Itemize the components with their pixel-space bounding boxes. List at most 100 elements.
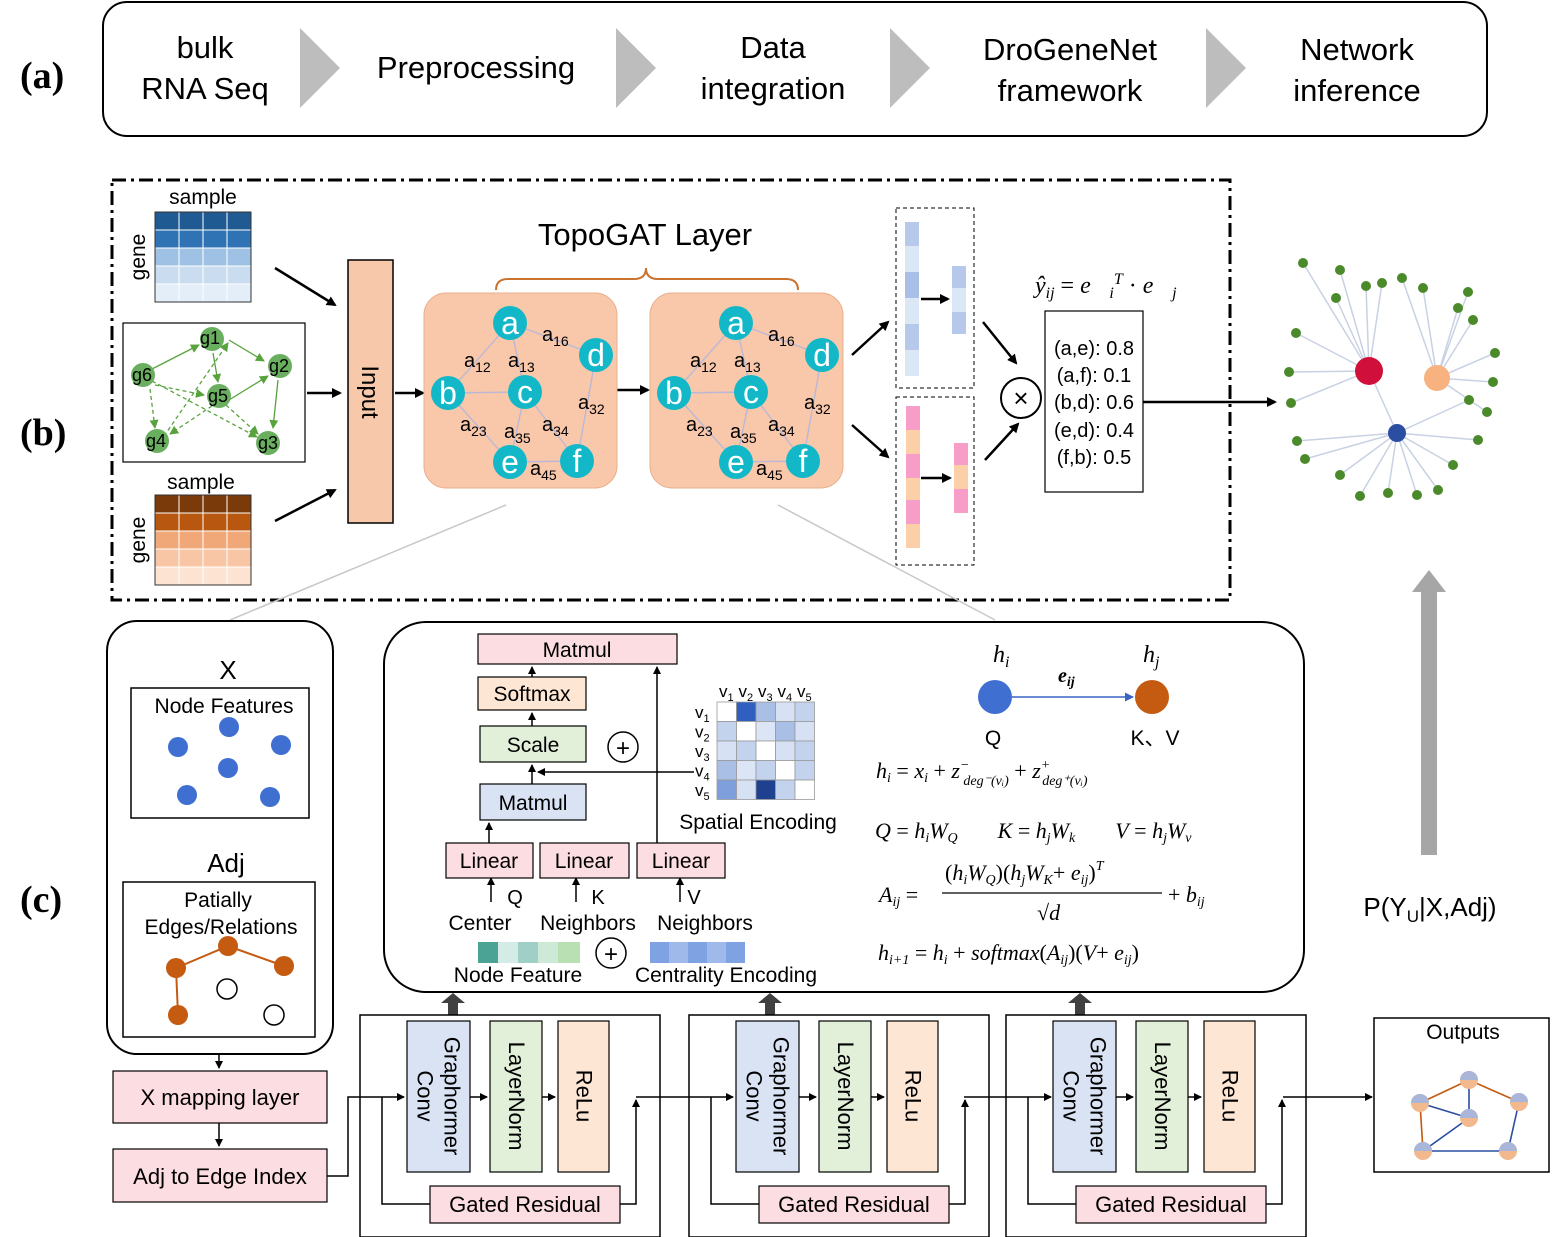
spatial-cell: [794, 721, 815, 742]
scale-label: Scale: [507, 734, 560, 757]
edge-weight-label: a45: [530, 458, 557, 483]
svg-text:g6: g6: [132, 365, 152, 385]
spatial-cell: [775, 721, 796, 742]
spatial-cell: [716, 701, 737, 722]
edge-weight-label: a32: [804, 392, 831, 417]
graph-edge: [802, 354, 823, 462]
matrix-cell: [202, 494, 228, 514]
graphormer-block-frame: [688, 1014, 990, 1237]
edge-weight-label: a32: [578, 392, 605, 417]
matrix-cell: [154, 548, 180, 568]
multiply-circle: [1000, 377, 1042, 419]
spatial-col-label: v1: [719, 682, 734, 704]
graph-node-label: c: [517, 374, 533, 410]
embed-arrows: [851, 294, 1277, 483]
k-label: K: [591, 887, 605, 909]
gated-residual-label: Gated Residual: [1095, 1192, 1247, 1217]
gated-residual-label: Gated Residual: [778, 1192, 930, 1217]
graph-node-e: [719, 445, 753, 479]
equation-3-lhs: Aij =: [877, 882, 918, 910]
embed-bars-pink: [906, 406, 968, 548]
graph-node-c: [508, 375, 542, 409]
adj-to-edge-index-label: Adj to Edge Index: [133, 1164, 307, 1189]
svg-text:g3: g3: [258, 433, 278, 453]
relu-box: [886, 1020, 939, 1173]
linear-v-label: Linear: [652, 850, 710, 873]
gene-graph-edges: [149, 339, 279, 443]
spatial-cell: [755, 701, 776, 722]
network-edge: [1365, 285, 1370, 372]
gray-up-arrow-shaft: [1421, 592, 1437, 855]
graphormer-conv-box: [406, 1020, 471, 1173]
network-edge: [1396, 432, 1439, 491]
gene-node-g5: [207, 384, 231, 408]
graphormer-block-frame: [359, 1014, 661, 1237]
pipeline-box: [102, 1, 1488, 137]
network-leaf-node: [1292, 436, 1302, 446]
adj-title: Adj: [207, 848, 245, 878]
graphormer-block-frame: [1005, 1014, 1307, 1237]
spatial-cell: [716, 740, 737, 761]
spatial-cell: [775, 740, 796, 761]
matrix-cell: [226, 247, 252, 267]
edge-weight-label: a12: [464, 350, 491, 375]
network-leaf-node: [1300, 454, 1310, 464]
network-edge: [1359, 432, 1398, 497]
spatial-cell: [794, 779, 815, 800]
matrix-cell: [202, 530, 228, 550]
graph-node-label: f: [573, 443, 582, 479]
graph-node-label: e: [727, 444, 745, 480]
network-edge: [1339, 432, 1398, 476]
matrix-cell: [226, 229, 252, 249]
svg-text:g2: g2: [269, 356, 289, 376]
linear-v-box: [636, 842, 726, 879]
partial-edges-line-2: Edges/Relations: [145, 916, 298, 939]
spatial-cell: [755, 740, 776, 761]
network-edge: [1302, 262, 1370, 372]
gene-label-g1: g1: [200, 328, 220, 348]
edge-weight-label: a12: [690, 350, 717, 375]
matrix-cell: [226, 265, 252, 285]
network-leaf-node: [1464, 395, 1474, 405]
edge-weight-label: a45: [756, 458, 783, 483]
linear-q-label: Linear: [460, 850, 518, 873]
embed-box-bottom: [895, 396, 975, 566]
layernorm-label: LayerNorm: [1150, 1042, 1175, 1151]
spatial-cell: [755, 760, 776, 781]
matrix-cell: [226, 283, 252, 303]
graph-node-label: b: [439, 375, 457, 411]
plus-circle-top: [607, 731, 639, 763]
q-label: Q: [507, 887, 523, 909]
spatial-cell: [736, 721, 757, 742]
graph-node-label: f: [799, 443, 808, 479]
network-hub-red: [1355, 357, 1383, 385]
network-leaf-node: [1331, 293, 1341, 303]
v-label: V: [687, 887, 701, 909]
network-edge: [1396, 432, 1479, 441]
input-arrows: [274, 266, 650, 523]
gene-label-g3: g3: [258, 433, 278, 453]
network-leaf-node: [1361, 281, 1371, 291]
equation-3-numerator: (hiWQ)(hjWK+ eij)T: [945, 859, 1105, 888]
matrix-cell: [202, 211, 228, 231]
hj-label: hj: [1143, 642, 1160, 671]
linear-q-box: [445, 842, 534, 879]
gene-node-g1: [200, 327, 224, 351]
adj-graph: [166, 936, 294, 1026]
relu-box: [557, 1020, 610, 1173]
network-edge: [1396, 432, 1418, 496]
adj-to-edge-index-box: [112, 1148, 328, 1203]
step-2: Preprocessing: [377, 50, 575, 85]
network-leaf-node: [1412, 490, 1422, 500]
spatial-cell: [736, 701, 757, 722]
network-leaf-node: [1488, 377, 1498, 387]
equation-3-bias: + bij: [1168, 882, 1205, 910]
network-leaf-node: [1468, 315, 1478, 325]
score-row: (a,e): 0.8: [1054, 338, 1134, 360]
gene-node-g4: [145, 429, 169, 453]
svg-text:g5: g5: [208, 386, 228, 406]
pipeline-arrows: [300, 28, 1246, 108]
graph-node-d: [579, 338, 613, 372]
